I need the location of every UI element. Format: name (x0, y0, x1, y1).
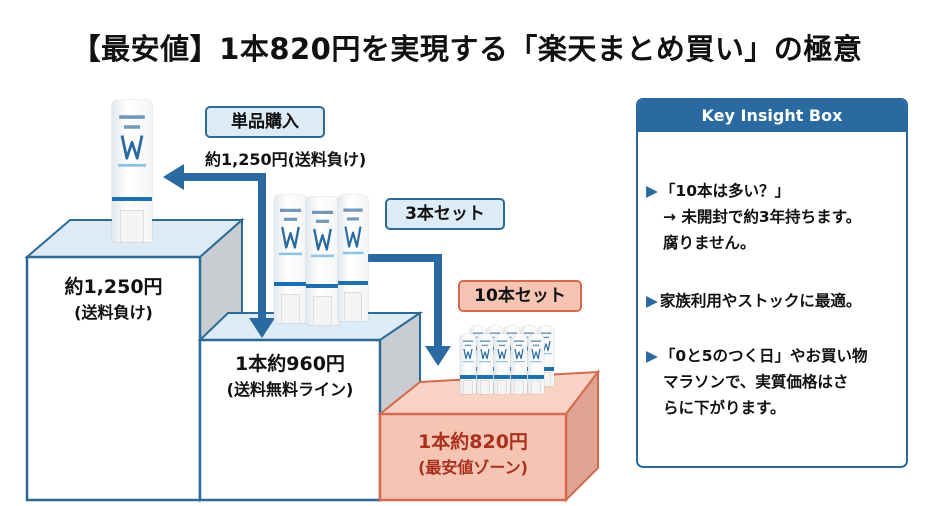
toothpaste-tube-image (511, 334, 527, 394)
insight-item-1: ▶「10本は多い？」 → 未開封で約3年持ちます。 腐りません。 (646, 178, 900, 256)
price-10set-note: (最安値ゾーン) (418, 458, 528, 477)
insight-line: マラソンで、実質価格はさ (663, 373, 849, 391)
price-10set: 1本約820円 (最安値ゾーン) (380, 430, 566, 480)
insight-line: 「10本は多い？」 (659, 182, 790, 200)
price-single-value: 約1,250円 (64, 276, 163, 298)
tag-single-purchase: 単品購入 (205, 106, 325, 138)
arrow-single-to-3set (163, 164, 275, 338)
toothpaste-tube-image (274, 195, 307, 323)
price-single: 約1,250円 (送料負け) (27, 275, 200, 325)
single-price-note: 約1,250円(送料負け) (205, 150, 367, 169)
price-10set-value: 1本約820円 (418, 431, 528, 453)
box-single (24, 217, 245, 503)
insight-line: 家族利用やストックに最適。 (659, 292, 862, 310)
price-single-note: (送料負け) (74, 303, 153, 322)
page-title: 【最安値】1本820円を実現する「楽天まとめ買い」の極意 (71, 32, 863, 66)
toothpaste-tube-image (477, 334, 493, 394)
price-3set: 1本約960円 (送料無料ライン) (200, 352, 380, 402)
arrow-3set-to-10set (364, 254, 451, 366)
brand-logo-icon (530, 340, 542, 363)
brand-logo-icon (513, 340, 525, 363)
key-insight-box: Key Insight Box ▶「10本は多い？」 → 未開封で約3年持ちます… (636, 98, 908, 468)
brand-logo-icon (496, 340, 508, 363)
insight-header: Key Insight Box (638, 100, 906, 132)
toothpaste-tube-image (494, 334, 510, 394)
toothpaste-tube-image (460, 334, 476, 394)
brand-logo-icon (479, 340, 491, 363)
price-3set-value: 1本約960円 (235, 353, 345, 375)
brand-logo-icon (310, 210, 335, 258)
insight-item-3: ▶「0と5のつく日」やお買い物 マラソンで、実質価格はさ らに下がります。 (646, 343, 900, 421)
insight-line: 腐りません。 (663, 234, 756, 252)
insight-item-2: ▶家族利用やストックに最適。 (646, 288, 900, 314)
triangle-right-icon: ▶ (646, 347, 658, 365)
toothpaste-tube-image (528, 334, 544, 394)
brand-logo-icon (342, 208, 364, 255)
tag-10set: 10本セット (458, 280, 582, 312)
triangle-right-icon: ▶ (646, 292, 658, 310)
insight-line: 「0と5のつく日」やお買い物 (659, 347, 868, 365)
insight-line: → 未開封で約3年持ちます。 (663, 208, 862, 226)
toothpaste-tube-image (112, 100, 152, 242)
tag-3set: 3本セット (385, 198, 505, 230)
insight-line: らに下がります。 (663, 399, 786, 417)
triangle-right-icon: ▶ (646, 182, 658, 200)
toothpaste-tube-image (338, 195, 368, 321)
brand-logo-icon (118, 115, 146, 167)
brand-logo-icon (278, 208, 303, 256)
brand-logo-icon (462, 340, 474, 363)
price-3set-note: (送料無料ライン) (226, 380, 354, 399)
toothpaste-tube-image (306, 197, 339, 325)
